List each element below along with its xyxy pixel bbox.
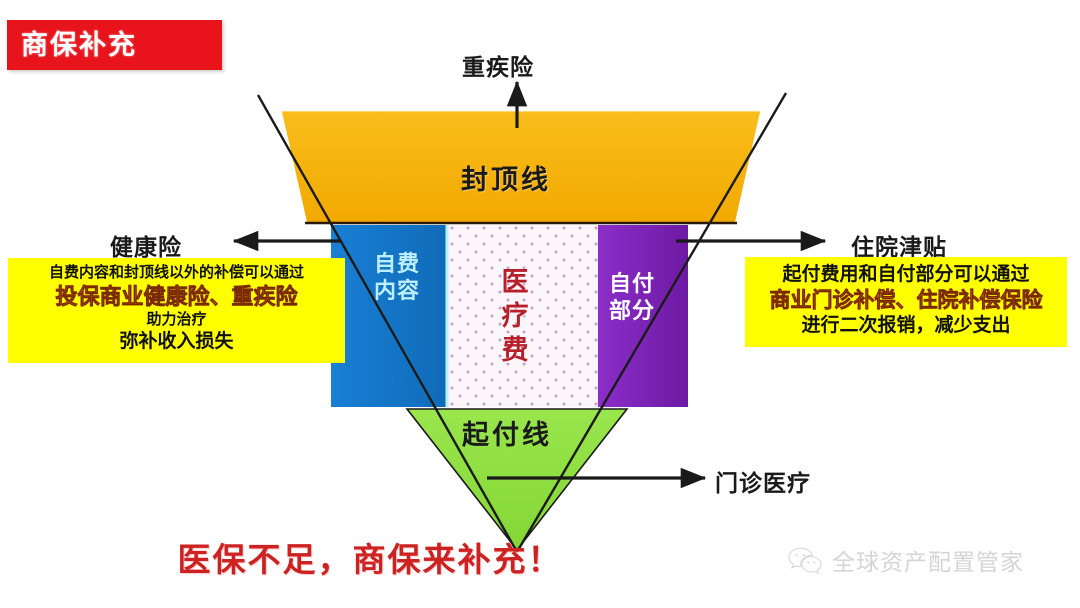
- band-label-self-paid: 自费 内容: [374, 251, 420, 305]
- band-label-medical-fee: 医 疗 费: [498, 266, 532, 367]
- arrow-label-right: 住院津贴: [851, 234, 947, 260]
- wechat-icon: [788, 547, 822, 574]
- band-cap: [282, 112, 760, 222]
- band-label-self-paid-line2: 内容: [374, 277, 421, 303]
- callout-left-line4: 弥补收入损失: [119, 331, 234, 353]
- band-label-medical-fee-char3: 费: [501, 334, 529, 365]
- callout-right: 起付费用和自付部分可以通过 商业门诊补偿、住院补偿保险 进行二次报销，减少支出: [745, 257, 1067, 347]
- band-label-medical-fee-char1: 医: [501, 267, 529, 297]
- title-banner-label: 商保补充: [21, 29, 137, 60]
- callout-left: 自费内容和封顶线以外的补偿可以通过 投保商业健康险、重疾险 助力治疗 弥补收入损…: [8, 258, 345, 363]
- callout-left-line2: 投保商业健康险、重疾险: [55, 283, 298, 309]
- funnel-edge-right: [515, 92, 788, 553]
- band-co-payment: [598, 225, 688, 407]
- band-label-cap: 封顶线: [461, 165, 551, 195]
- title-banner: 商保补充: [7, 20, 222, 70]
- band-label-co-payment: 自付 部分: [609, 271, 655, 325]
- band-label-co-payment-line1: 自付: [609, 271, 656, 296]
- arrow-label-bottom: 门诊医疗: [715, 470, 811, 496]
- callout-right-line2: 商业门诊补偿、住院补偿保险: [769, 288, 1043, 312]
- callout-left-line3: 助力治疗: [146, 311, 207, 329]
- callout-right-line3: 进行二次报销，减少支出: [801, 315, 1011, 337]
- band-label-co-payment-line2: 部分: [609, 297, 656, 323]
- arrow-label-left: 健康险: [110, 234, 182, 260]
- band-label-self-paid-line1: 自费: [374, 251, 421, 276]
- band-medical-fee: [447, 225, 598, 407]
- callout-left-line1: 自费内容和封顶线以外的补偿可以通过: [48, 264, 304, 281]
- arrow-label-top: 重疾险: [462, 54, 534, 80]
- bottom-slogan: 医保不足，商保来补充！: [177, 541, 563, 578]
- watermark: 全球资产配置管家: [788, 543, 1024, 577]
- funnel-edge-left: [256, 94, 519, 553]
- band-self-paid: [331, 225, 447, 407]
- watermark-label: 全球资产配置管家: [832, 549, 1024, 575]
- band-label-deductible: 起付线: [462, 420, 552, 450]
- band-label-medical-fee-char2: 疗: [501, 300, 529, 331]
- callout-right-line1: 起付费用和自付部分可以通过: [782, 264, 1030, 285]
